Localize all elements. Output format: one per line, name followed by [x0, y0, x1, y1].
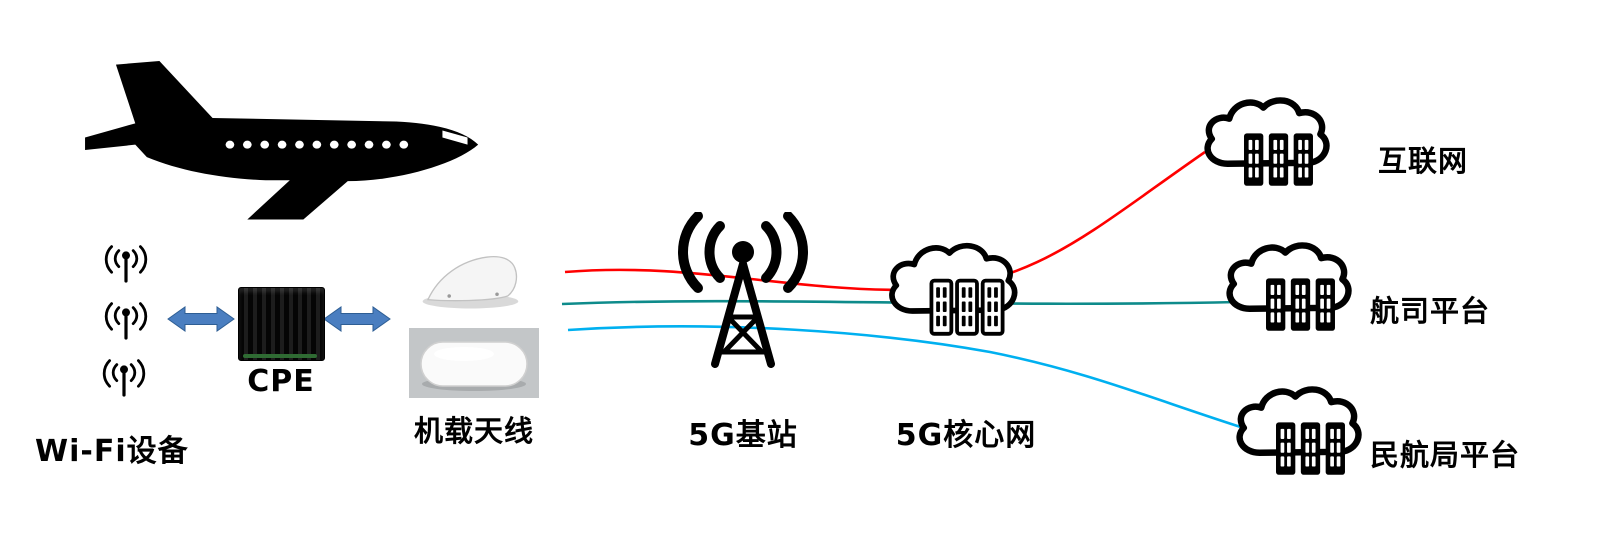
server-racks	[1276, 422, 1345, 475]
core-network-icon	[889, 242, 1018, 336]
base-station-label: 5G基站	[688, 418, 798, 453]
double-arrow-icon-right	[323, 306, 391, 332]
double-arrow-shape	[167, 306, 235, 332]
airplane-icon	[85, 61, 479, 220]
line-to-caac-platform	[567, 325, 1251, 432]
airline-platform-cloud-icon	[1226, 242, 1352, 331]
wifi-antenna-icon-2	[104, 302, 148, 340]
caac-platform-label: 民航局平台	[1370, 438, 1521, 472]
internet-cloud-icon	[1204, 97, 1330, 186]
wifi-antenna-icon-1	[104, 245, 148, 283]
internet-label: 互联网	[1378, 144, 1469, 178]
cpe-device-image	[238, 287, 325, 361]
double-arrow-icon-left	[167, 306, 235, 332]
double-arrow-shape	[323, 306, 391, 332]
onboard-antenna-label: 机载天线	[413, 414, 534, 448]
airplane-cockpit-window	[442, 130, 468, 145]
cpe-pcb-strip	[243, 354, 317, 358]
server-racks	[1244, 133, 1313, 186]
server-racks-outline	[929, 278, 1005, 336]
base-station-icon	[678, 212, 808, 368]
dome-antenna-image	[409, 328, 539, 398]
airplane-body	[85, 61, 479, 220]
airplane-windows	[225, 130, 468, 149]
core-network-label: 5G核心网	[895, 418, 1037, 453]
caac-platform-cloud-icon	[1236, 386, 1362, 475]
wifi-antenna-icon-3	[102, 359, 146, 397]
airplane-engine	[152, 121, 209, 140]
cpe-label: CPE	[247, 364, 315, 399]
server-racks	[1266, 278, 1335, 331]
wifi-devices-label: Wi-Fi设备	[35, 434, 189, 469]
blade-antenna-image	[422, 256, 519, 309]
line-to-airline-platform	[561, 299, 1239, 306]
airline-platform-label: 航司平台	[1370, 294, 1491, 328]
